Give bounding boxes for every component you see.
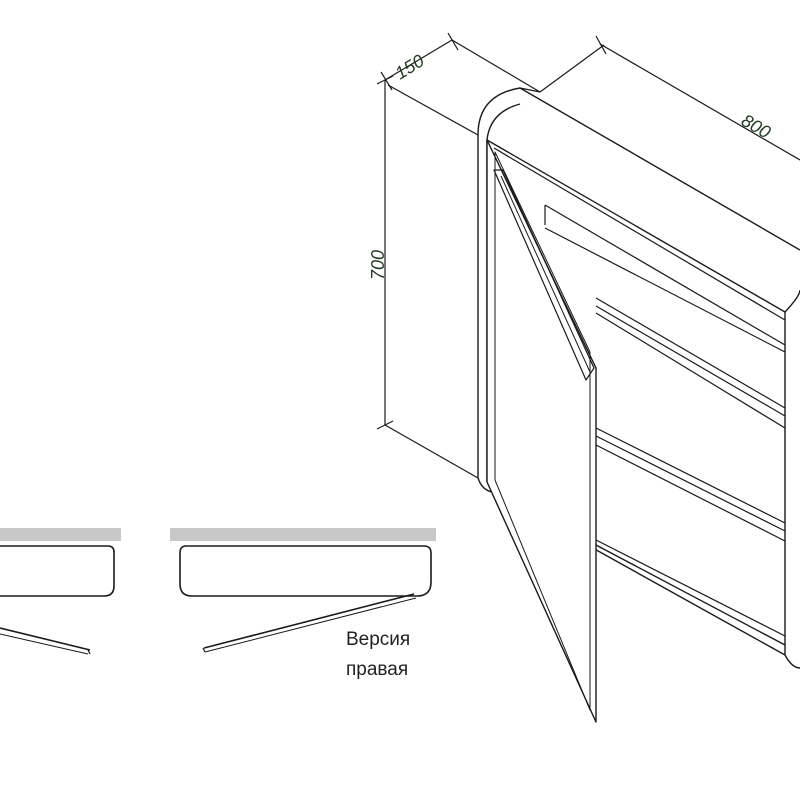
wall-left: [0, 528, 121, 541]
dimension-lines: [376, 32, 800, 479]
dimension-labels: 150 800 700: [368, 51, 774, 280]
depth-label: 150: [392, 51, 428, 84]
version-caption: Версия правая: [346, 629, 410, 680]
version-label-line1: Версия: [346, 629, 410, 650]
plan-left-version: [0, 528, 121, 655]
wall-right: [170, 528, 436, 541]
height-label: 700: [368, 250, 388, 280]
version-label-line2: правая: [346, 659, 408, 680]
width-label: 800: [738, 110, 774, 142]
plan-right-version: [170, 528, 436, 653]
cabinet-shelves: [493, 147, 786, 637]
cabinet-door: [486, 139, 597, 723]
